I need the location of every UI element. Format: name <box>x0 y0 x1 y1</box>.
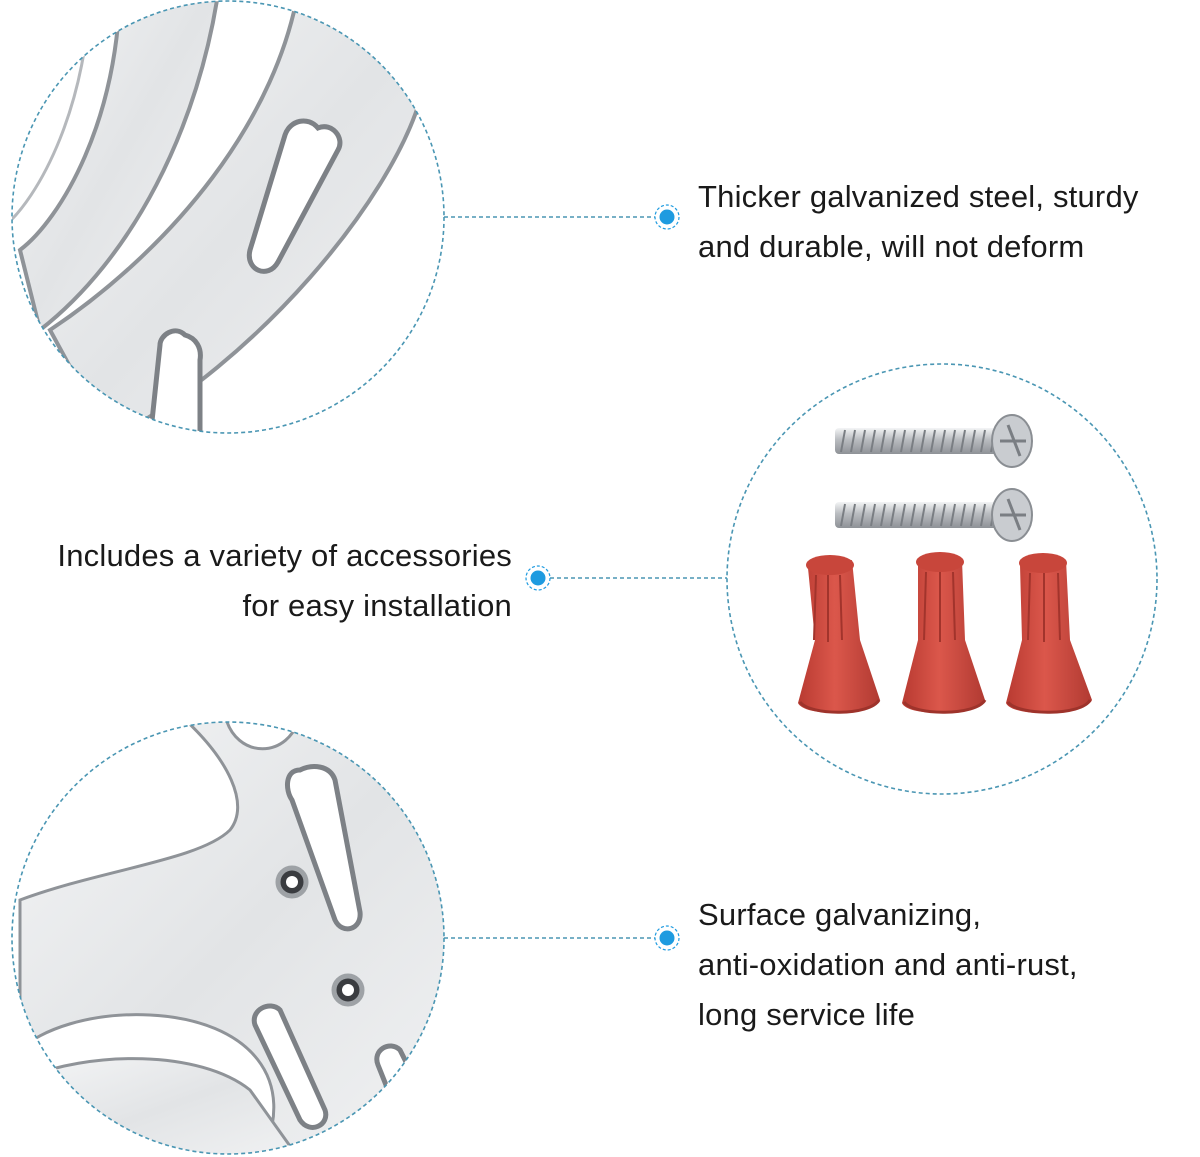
wire-nut <box>902 552 987 714</box>
screw <box>835 414 1033 468</box>
caption-line: Thicker galvanized steel, sturdy <box>698 179 1139 214</box>
steel-slot <box>246 118 343 274</box>
steel-slot <box>251 1003 329 1130</box>
steel-band-inner <box>47 1 444 433</box>
steel-band-outer <box>17 1 223 334</box>
caption-line: anti-oxidation and anti-rust, <box>698 947 1078 982</box>
caption-line: Surface galvanizing, <box>698 897 982 932</box>
feature-caption-surface-galvanizing: Surface galvanizing, anti-oxidation and … <box>698 890 1078 1040</box>
steel-slot <box>285 764 363 932</box>
wire-nut <box>1006 553 1092 714</box>
steel-slot <box>147 328 203 433</box>
feature-caption-galvanized-steel: Thicker galvanized steel, sturdy and dur… <box>698 172 1139 272</box>
caption-line: long service life <box>698 997 916 1032</box>
steel-plate-holes-closeup-image <box>11 721 445 1155</box>
caption-line: Includes a variety of accessories <box>57 538 512 573</box>
galvanized-steel-closeup-image <box>11 0 445 434</box>
wire-nut <box>798 555 881 714</box>
screw <box>835 488 1033 542</box>
caption-line: for easy installation <box>242 588 512 623</box>
feature-caption-accessories: Includes a variety of accessories for ea… <box>57 531 512 631</box>
caption-line: and durable, will not deform <box>698 229 1085 264</box>
accessories-image <box>726 363 1158 795</box>
